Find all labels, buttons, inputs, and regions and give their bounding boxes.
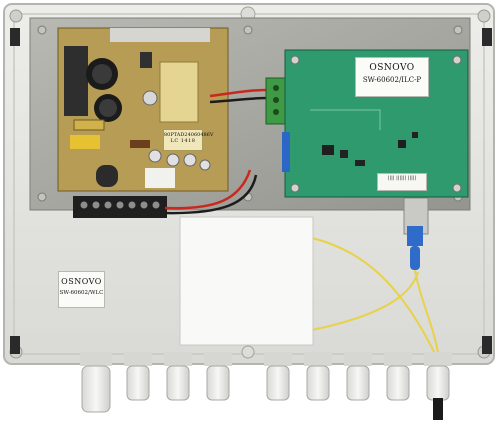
sfp-module xyxy=(403,197,429,270)
enclosure-label-model: SW-60602/WLC xyxy=(59,290,104,296)
psu-terminal-block xyxy=(73,196,167,218)
barcode-sticker: |||| |||||| ||||| xyxy=(377,173,427,191)
gland-1 xyxy=(80,352,112,413)
power-wires xyxy=(164,88,269,215)
gland-6 xyxy=(304,352,332,401)
board-label-brand: OSNOVO xyxy=(369,63,415,73)
gland-7 xyxy=(344,352,372,401)
psu-rating-label: 80PTAD24060486V LC 1418 xyxy=(163,129,214,151)
psu-label-line-2: LC 1418 xyxy=(170,138,196,144)
psu-label-line-1: 80PTAD24060486V xyxy=(164,132,214,138)
terminal-block xyxy=(265,77,287,125)
cable-glands xyxy=(80,352,452,420)
fiber-exit-cable xyxy=(433,398,443,420)
barcode-sticker-text: |||| |||||| ||||| xyxy=(387,175,417,181)
gland-8 xyxy=(384,352,412,401)
board-label-model: SW-60602/ILC-P xyxy=(362,76,422,84)
gland-4 xyxy=(204,352,232,401)
power-supply-board xyxy=(57,27,229,192)
gland-3 xyxy=(164,352,192,401)
switch-board-label: OSNOVO SW-60602/ILC-P xyxy=(355,57,429,97)
enclosure-label: OSNOVO SW-60602/WLC xyxy=(58,271,105,308)
splice-box xyxy=(179,216,314,346)
enclosure-label-brand: OSNOVO xyxy=(61,277,102,286)
gland-2 xyxy=(124,352,152,401)
gland-5 xyxy=(264,352,292,401)
gland-9 xyxy=(424,352,452,401)
